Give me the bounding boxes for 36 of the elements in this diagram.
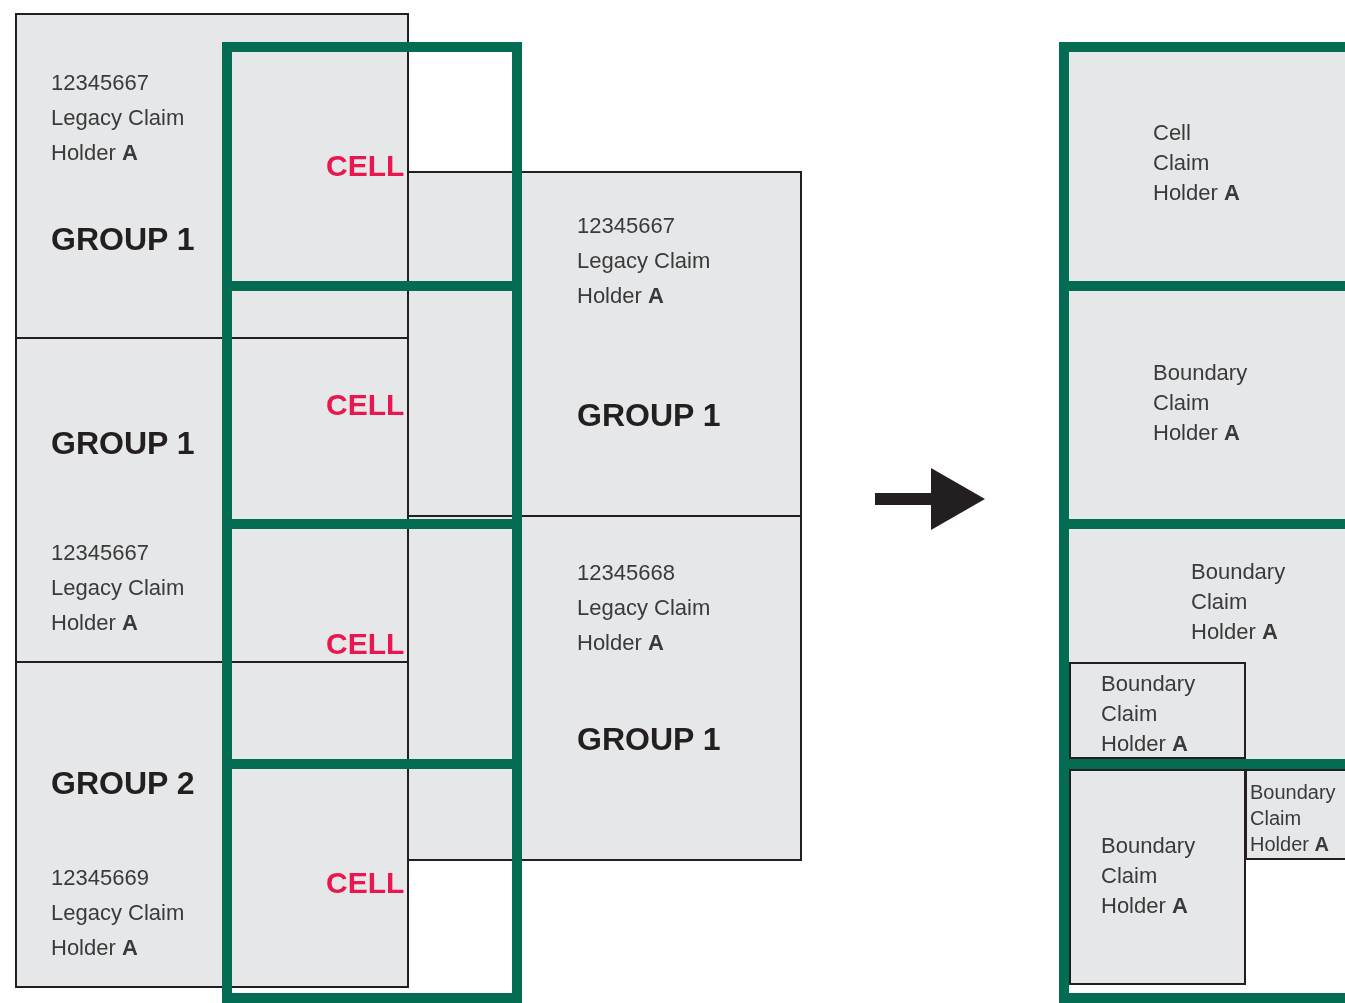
cell-box — [1059, 281, 1345, 519]
group-label: GROUP 1 — [577, 720, 721, 759]
cell-label: CELL — [326, 387, 405, 423]
claim-label: Boundary Claim Holder A — [1101, 670, 1197, 758]
cell-label: CELL — [326, 626, 405, 662]
claim-label: 12345667 Legacy Claim Holder A — [51, 539, 186, 637]
cell-frame — [222, 759, 522, 1003]
cell-frame — [222, 281, 522, 519]
cell-box — [1059, 519, 1345, 759]
parcel-box — [15, 337, 409, 663]
cell-label: CELL — [326, 865, 405, 901]
claim-label: Cell Claim Holder A — [1153, 119, 1241, 207]
cell-frame — [222, 519, 522, 759]
cell-label: CELL — [326, 148, 405, 184]
parcel-box — [15, 661, 409, 988]
group-label: GROUP 1 — [51, 220, 195, 259]
parcel-box — [15, 13, 409, 339]
cell-box — [1059, 42, 1345, 281]
parcel-box — [1245, 769, 1345, 860]
cell-frame — [222, 42, 522, 281]
parcel-box — [407, 171, 802, 517]
parcel-box — [1069, 662, 1246, 759]
claim-label: Boundary Claim Holder A — [1153, 359, 1249, 447]
claim-label: 12345669 Legacy Claim Holder A — [51, 864, 186, 962]
claim-label: Boundary Claim Holder A — [1250, 780, 1337, 857]
parcel-box — [407, 515, 802, 861]
group-label: GROUP 2 — [51, 764, 195, 803]
claim-label: Boundary Claim Holder A — [1191, 558, 1287, 646]
claim-label: Boundary Claim Holder A — [1101, 832, 1197, 920]
parcel-box — [1069, 769, 1246, 985]
group-label: GROUP 1 — [51, 424, 195, 463]
group-label: GROUP 1 — [577, 396, 721, 435]
claim-label: 12345667 Legacy Claim Holder A — [577, 212, 712, 310]
claim-label: 12345668 Legacy Claim Holder A — [577, 559, 712, 657]
box — [1059, 759, 1345, 1003]
claim-label: 12345667 Legacy Claim Holder A — [51, 69, 186, 167]
